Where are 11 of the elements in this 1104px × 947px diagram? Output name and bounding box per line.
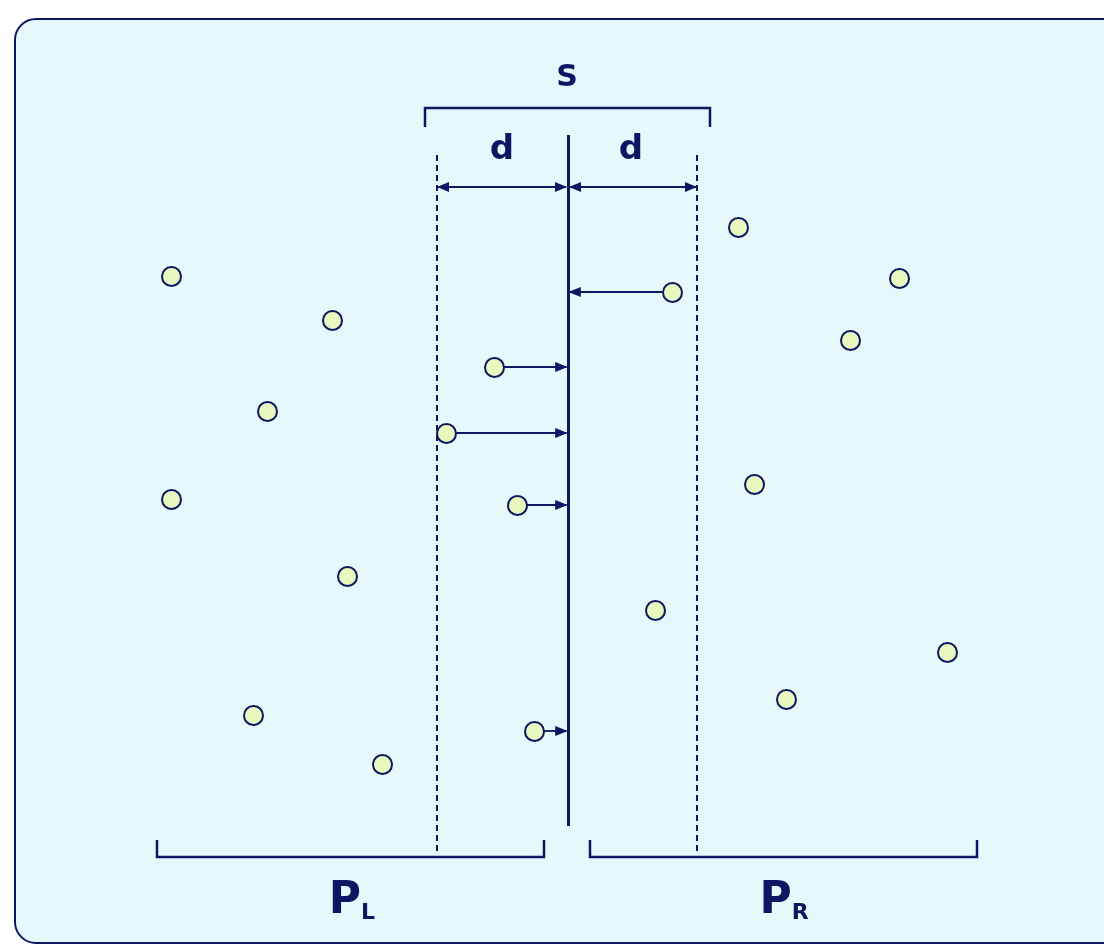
label: P$_{L}$: [328, 876, 376, 920]
label: S: [556, 61, 578, 91]
arrow: [503, 361, 568, 373]
label: d: [618, 130, 644, 164]
label: P$_{R}$: [759, 876, 809, 920]
arrow: [455, 427, 568, 439]
arrow: [568, 286, 663, 298]
arrow: [543, 725, 568, 737]
dividing-line: [566, 135, 570, 826]
arrow: [526, 499, 568, 511]
label: d: [489, 130, 515, 164]
